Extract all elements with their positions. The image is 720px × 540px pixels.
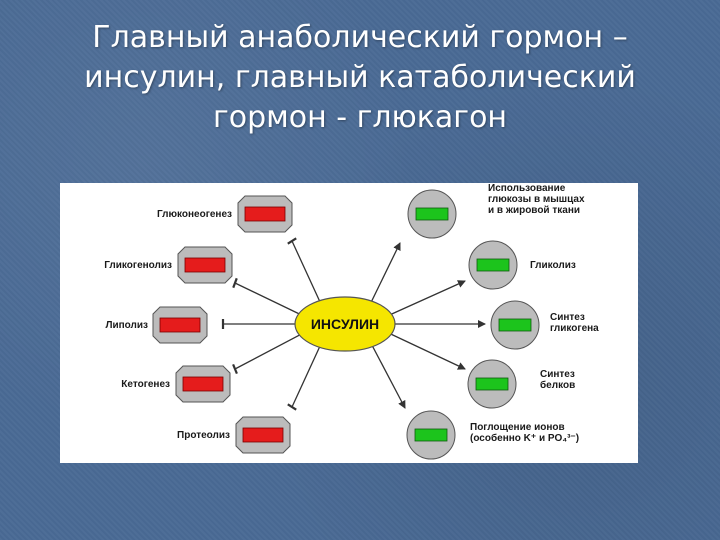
diagram-canvas: ГлюконеогенезГликогенолизЛиполизКетогене… bbox=[104, 183, 599, 460]
inhibited-label: Липолиз bbox=[105, 320, 148, 331]
title-line-1: Главный анаболический гормон – bbox=[92, 20, 628, 55]
red-bar bbox=[159, 317, 201, 333]
stimulated-label-line: гликогена bbox=[550, 323, 599, 334]
insulin-label: ИНСУЛИН bbox=[311, 316, 379, 332]
stimulated-label-line: Поглощение ионов bbox=[470, 422, 565, 433]
stimulate-arrow bbox=[368, 242, 401, 308]
slide-title: Главный анаболический гормон – инсулин, … bbox=[40, 18, 680, 138]
inhibit-bar bbox=[287, 403, 297, 411]
inhibit-line bbox=[291, 240, 323, 308]
stimulated-label-line: Гликолиз bbox=[530, 260, 576, 271]
stimulate-arrow bbox=[368, 339, 406, 409]
red-bar bbox=[244, 206, 286, 222]
inhibited-label: Кетогенез bbox=[121, 379, 170, 390]
green-bar bbox=[476, 258, 510, 272]
inhibit-line bbox=[234, 330, 307, 370]
green-bar bbox=[475, 377, 509, 391]
red-bar bbox=[242, 427, 284, 443]
green-bar bbox=[498, 318, 532, 332]
inhibited-label: Протеолиз bbox=[177, 430, 230, 441]
green-bar bbox=[414, 428, 448, 442]
inhibit-bar bbox=[232, 277, 238, 289]
inhibited-label: Глюконеогенез bbox=[157, 209, 232, 220]
stimulated-label-line: и в жировой ткани bbox=[488, 205, 580, 216]
inhibited-label: Гликогенолиз bbox=[104, 260, 172, 271]
red-bar bbox=[184, 257, 226, 273]
green-bar bbox=[415, 207, 449, 221]
stimulated-label-line: Синтез bbox=[550, 312, 585, 323]
stimulated-label-line: белков bbox=[540, 379, 575, 391]
inhibit-line bbox=[291, 340, 323, 408]
red-bar bbox=[182, 376, 224, 392]
inhibit-bar bbox=[287, 237, 297, 245]
stimulated-label: Поглощение ионов(особенно K⁺ и PO₄³⁻) bbox=[470, 422, 579, 444]
stimulated-label: Гликолиз bbox=[530, 260, 576, 271]
stimulate-arrow bbox=[384, 330, 466, 370]
title-line-3: гормон - глюкагон bbox=[212, 100, 508, 135]
stimulated-label-line: (особенно K⁺ и PO₄³⁻) bbox=[470, 432, 579, 444]
stimulated-label-line: Синтез bbox=[540, 369, 575, 380]
stimulated-label-line: Использование bbox=[488, 183, 566, 194]
stimulate-arrow bbox=[384, 280, 466, 318]
inhibit-line bbox=[234, 282, 306, 318]
title-line-2: инсулин, главный катаболический bbox=[84, 60, 636, 95]
stimulated-label-line: глюкозы в мышцах bbox=[488, 194, 585, 205]
inhibit-bar bbox=[232, 363, 238, 375]
insulin-ellipse bbox=[294, 296, 396, 352]
